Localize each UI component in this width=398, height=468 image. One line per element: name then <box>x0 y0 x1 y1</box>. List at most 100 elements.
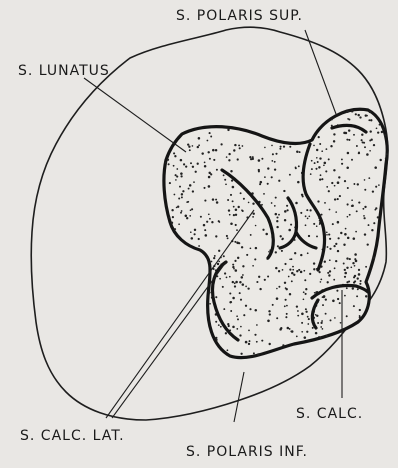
stipple-dot <box>296 150 298 152</box>
stipple-dot <box>374 209 376 211</box>
stipple-dot <box>304 279 306 281</box>
stipple-dot <box>250 234 252 236</box>
stipple-dot <box>268 310 270 312</box>
stipple-dot <box>300 254 302 256</box>
stipple-dot <box>298 269 300 271</box>
stipple-dot <box>248 202 250 204</box>
stipple-dot <box>338 237 340 239</box>
stipple-dot <box>173 165 175 167</box>
stipple-dot <box>246 254 248 256</box>
stipple-dot <box>254 334 256 336</box>
stipple-dot <box>282 269 284 271</box>
stipple-dot <box>296 336 298 338</box>
stipple-dot <box>320 279 322 281</box>
stipple-dot <box>225 332 227 334</box>
stipple-dot <box>296 270 298 272</box>
stipple-dot <box>276 216 278 218</box>
stipple-dot <box>274 205 276 207</box>
stipple-dot <box>234 285 236 287</box>
stipple-dot <box>198 245 200 247</box>
stipple-dot <box>325 148 327 150</box>
stipple-dot <box>305 308 307 310</box>
stipple-dot <box>175 174 177 176</box>
stipple-dot <box>175 179 177 181</box>
stipple-dot <box>337 250 339 252</box>
stipple-dot <box>363 142 365 144</box>
stipple-dot <box>180 175 182 177</box>
stipple-dot <box>307 323 309 325</box>
stipple-dot <box>374 166 377 169</box>
stipple-dot <box>309 273 311 275</box>
stipple-dot <box>274 161 276 163</box>
stipple-dot <box>344 272 347 275</box>
stipple-dot <box>216 201 219 204</box>
stipple-dot <box>233 268 235 270</box>
stipple-dot <box>329 248 331 250</box>
stipple-dot <box>364 146 366 148</box>
stipple-dot <box>368 119 370 121</box>
stipple-dot <box>213 159 215 161</box>
stipple-dot <box>177 206 179 208</box>
stipple-dot <box>232 297 235 300</box>
stipple-dot <box>321 320 323 322</box>
stipple-dot <box>318 336 320 338</box>
stipple-dot <box>334 267 336 269</box>
stipple-dot <box>190 231 192 233</box>
stipple-dot <box>210 136 212 138</box>
stipple-dot <box>235 214 237 216</box>
stipple-dot <box>282 344 284 346</box>
stipple-dot <box>239 334 241 336</box>
stipple-dot <box>308 215 310 217</box>
stipple-dot <box>192 166 194 168</box>
stipple-dot <box>232 326 235 329</box>
stipple-dot <box>227 323 229 325</box>
stipple-dot <box>234 260 236 262</box>
stipple-dot <box>187 143 189 145</box>
stipple-dot <box>294 252 296 254</box>
stipple-dot <box>263 193 265 195</box>
stipple-dot <box>318 136 320 138</box>
stipple-dot <box>376 127 378 129</box>
stipple-dot <box>232 281 234 283</box>
stipple-dot <box>311 160 313 162</box>
stipple-dot <box>208 185 211 188</box>
stipple-dot <box>267 320 270 323</box>
stipple-dot <box>333 245 335 247</box>
stipple-dot <box>370 119 372 121</box>
stipple-dot <box>375 186 377 188</box>
stipple-dot <box>327 246 329 248</box>
stipple-dot <box>256 324 258 326</box>
stipple-dot <box>208 176 211 179</box>
stipple-dot <box>318 166 320 168</box>
stipple-dot <box>239 292 241 294</box>
stipple-dot <box>316 235 318 237</box>
stipple-dot <box>372 257 374 259</box>
stipple-dot <box>228 153 230 155</box>
label-calc-lat: S. CALC. LAT. <box>20 428 125 444</box>
stipple-dot <box>286 205 288 207</box>
stipple-dot <box>230 170 232 172</box>
stipple-dot <box>241 276 244 279</box>
stipple-dot <box>164 162 166 164</box>
stipple-dot <box>271 160 273 162</box>
stipple-dot <box>268 251 270 253</box>
stipple-dot <box>264 279 266 281</box>
stipple-dot <box>229 292 231 294</box>
stipple-dot <box>214 255 216 257</box>
stipple-dot <box>192 190 194 192</box>
stipple-dot <box>291 330 294 333</box>
stipple-dot <box>347 237 350 240</box>
stipple-dot <box>297 181 300 184</box>
stipple-dot <box>215 149 217 151</box>
stipple-dot <box>261 340 263 342</box>
stipple-dot <box>223 255 225 257</box>
stipple-dot <box>240 326 242 328</box>
stipple-dot <box>325 313 327 315</box>
stipple-dot <box>191 208 193 210</box>
stipple-dot <box>235 269 238 272</box>
stipple-dot <box>347 187 349 189</box>
stipple-dot <box>171 209 173 211</box>
stipple-dot <box>326 231 328 233</box>
stipple-dot <box>223 308 225 310</box>
stipple-dot <box>228 159 230 161</box>
